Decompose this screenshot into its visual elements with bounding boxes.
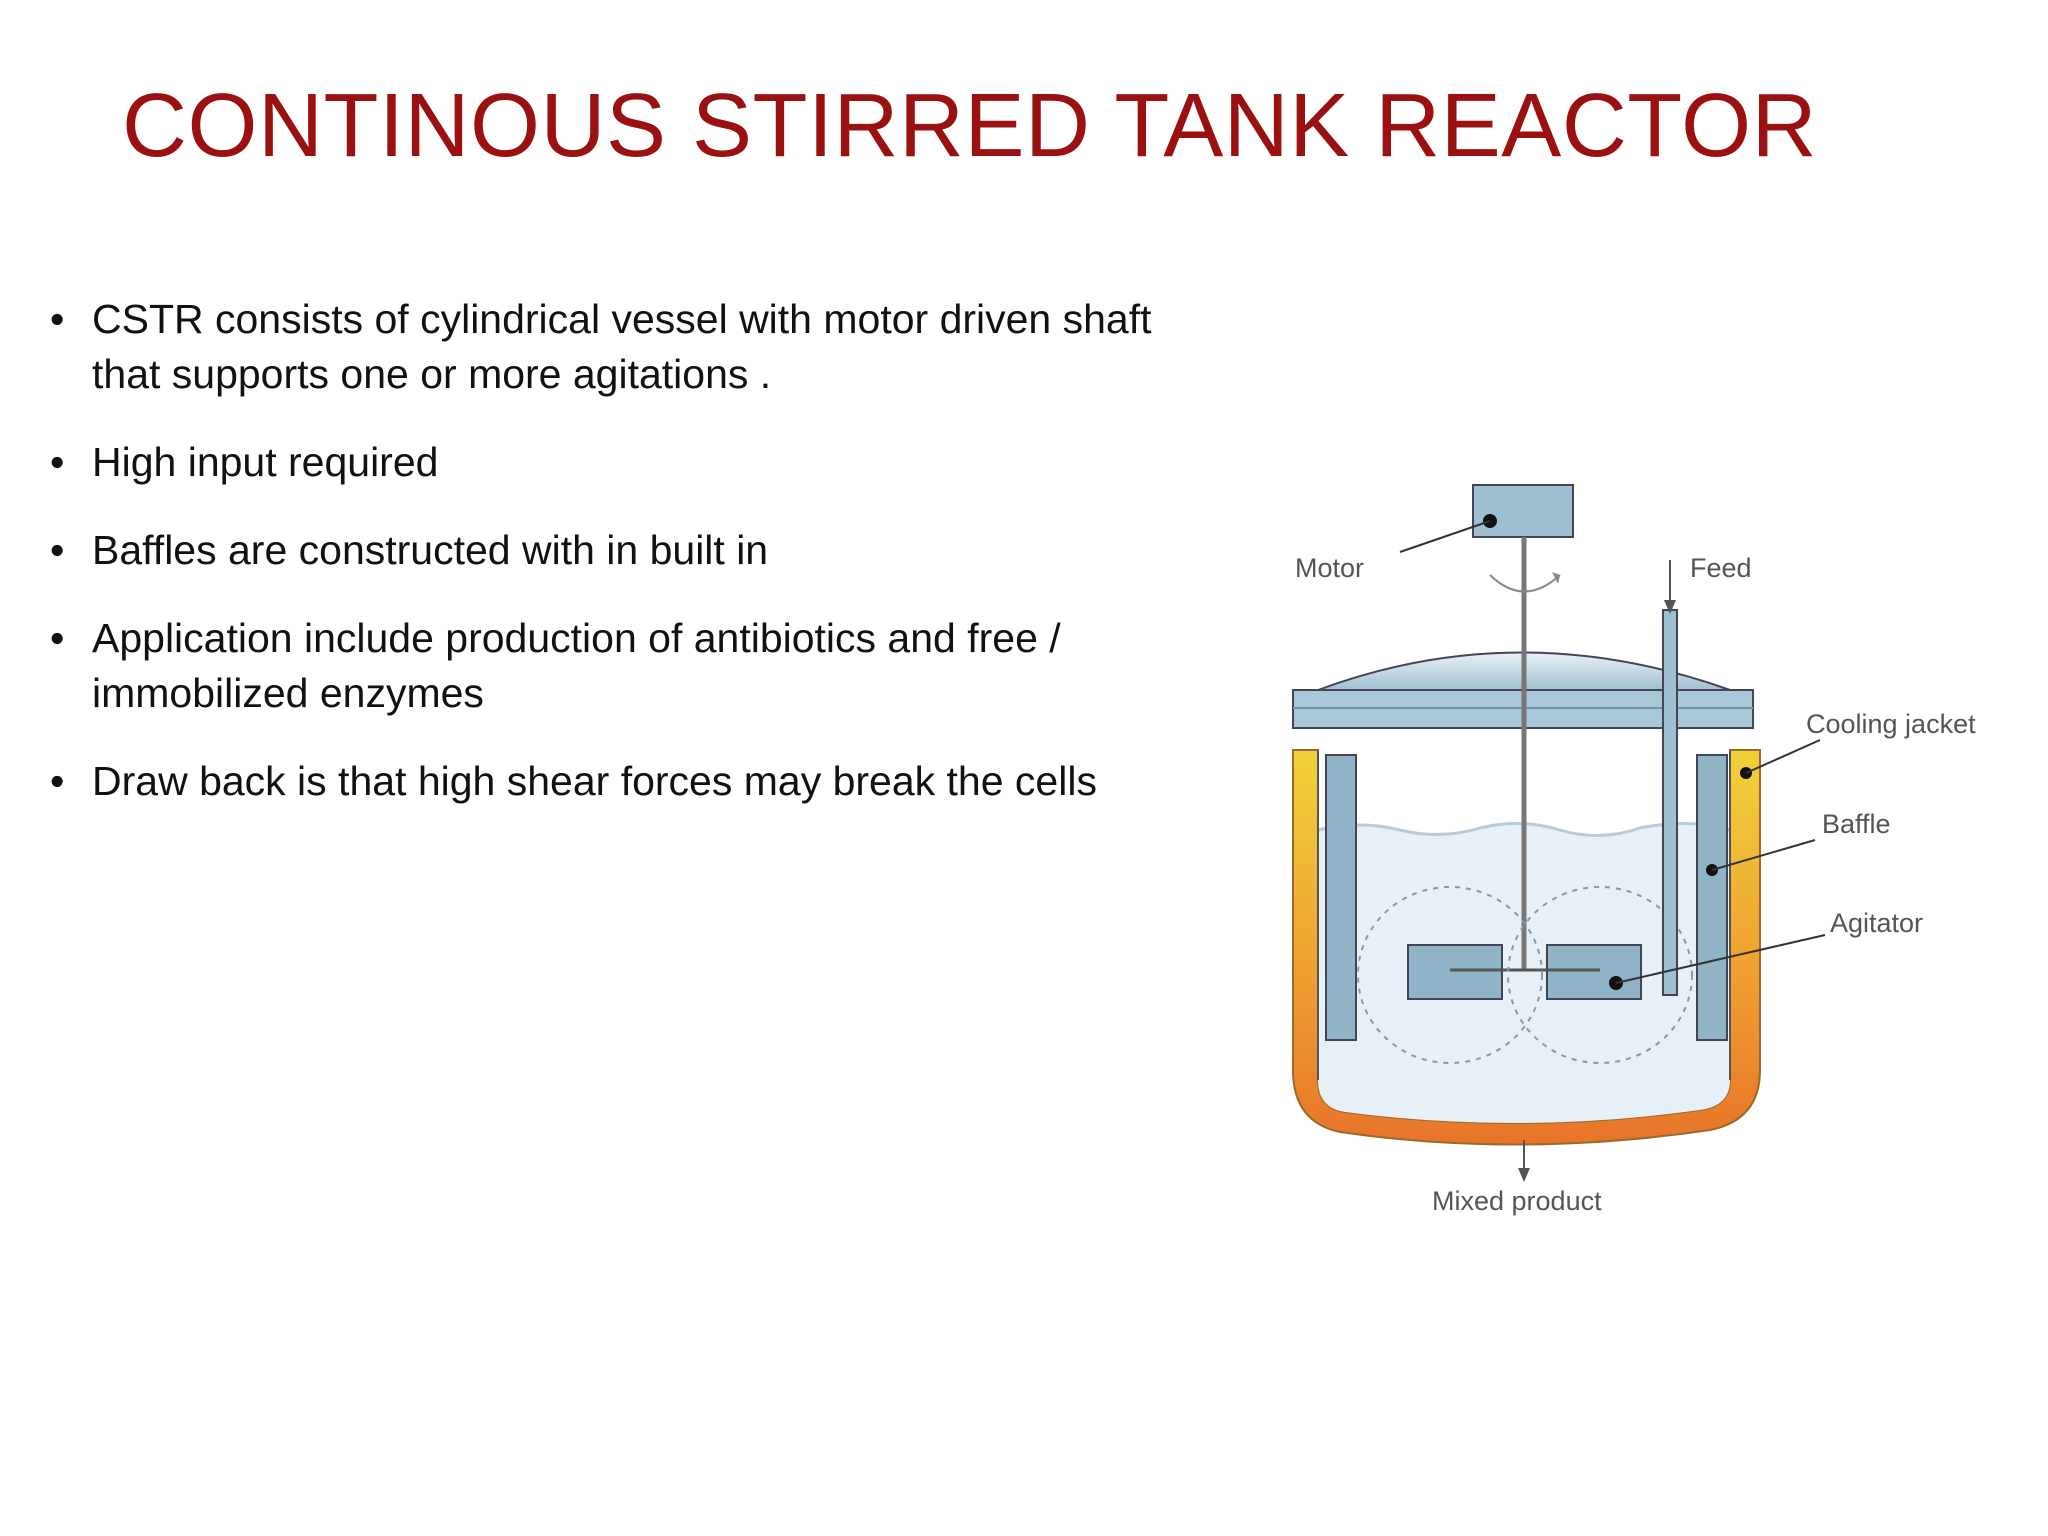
rotation-arrow: [1489, 574, 1561, 593]
impeller-right: [1546, 944, 1642, 1000]
cooling-jacket-leader-line: [1745, 739, 1821, 774]
liquid-surface: [1317, 822, 1731, 837]
flow-loop-right: [1507, 886, 1693, 1064]
baffle-leader-line: [1711, 839, 1816, 871]
bullet-marker: •: [50, 615, 65, 661]
baffle-label: Baffle: [1822, 809, 1891, 839]
slide-title: CONTINOUS STIRRED TANK REACTOR: [122, 76, 1818, 176]
bullet-marker: •: [50, 758, 65, 804]
baffle-right: [1696, 754, 1728, 1041]
agitator-label: Agitator: [1830, 908, 1923, 938]
bullet-item: • Baffles are constructed with in built …: [50, 523, 1230, 578]
cstr-diagram: Motor Feed Cooling jacket Baffle Agitato…: [1292, 484, 1976, 1216]
flow-loop-left: [1357, 886, 1543, 1064]
bullet-text: CSTR consists of cylindrical vessel with…: [92, 296, 1152, 397]
bullet-marker: •: [50, 527, 65, 573]
mixed-product-label: Mixed product: [1432, 1186, 1602, 1216]
motor-label: Motor: [1295, 553, 1364, 583]
agitator-leader-line: [1615, 934, 1826, 984]
feed-pipe: [1662, 609, 1678, 996]
bullet-marker: •: [50, 439, 65, 485]
baffle-left: [1325, 754, 1357, 1041]
outlet-arrow-head: [1518, 1168, 1530, 1182]
bullet-list: • CSTR consists of cylindrical vessel wi…: [50, 292, 1230, 842]
motor-block: [1472, 484, 1574, 538]
bullet-text: High input required: [92, 439, 439, 485]
bullet-text: Draw back is that high shear forces may …: [92, 758, 1097, 804]
vessel-liquid: [1318, 823, 1730, 1124]
bullet-item: • CSTR consists of cylindrical vessel wi…: [50, 292, 1230, 402]
impeller-left: [1407, 944, 1503, 1000]
bullet-marker: •: [50, 296, 65, 342]
bullet-item: • High input required: [50, 435, 1230, 490]
bullet-item: • Application include production of anti…: [50, 611, 1230, 721]
bullet-text: Application include production of antibi…: [92, 615, 1061, 716]
feed-arrow-head: [1664, 600, 1676, 614]
bullet-item: • Draw back is that high shear forces ma…: [50, 754, 1230, 809]
feed-label: Feed: [1690, 553, 1752, 583]
bullet-text: Baffles are constructed with in built in: [92, 527, 769, 573]
cooling-jacket-label: Cooling jacket: [1806, 709, 1976, 739]
motor-leader-line: [1399, 520, 1491, 553]
